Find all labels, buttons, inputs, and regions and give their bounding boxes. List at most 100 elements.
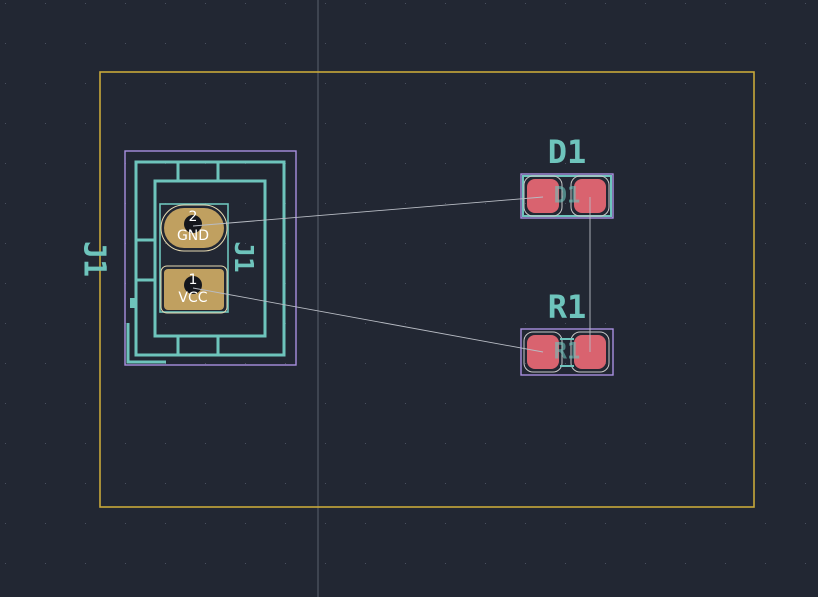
grid-dot	[45, 283, 46, 284]
grid-dot	[725, 203, 726, 204]
grid-dot	[365, 243, 366, 244]
grid-dot	[325, 523, 326, 524]
grid-dot	[365, 323, 366, 324]
footprint-r1[interactable]: R1 R1	[520, 288, 614, 376]
grid-dot	[685, 283, 686, 284]
grid-dot	[5, 523, 6, 524]
grid-dot	[805, 443, 806, 444]
grid-dot	[365, 83, 366, 84]
grid-dot	[85, 483, 86, 484]
grid-dot	[485, 203, 486, 204]
grid-dot	[725, 323, 726, 324]
grid-dot	[445, 283, 446, 284]
grid-dot	[245, 283, 246, 284]
grid-dot	[685, 323, 686, 324]
grid-dot	[45, 563, 46, 564]
grid-dot	[605, 323, 606, 324]
footprint-d1[interactable]: D1 D1	[520, 133, 614, 219]
grid-dot	[85, 323, 86, 324]
grid-dot	[125, 483, 126, 484]
grid-dot	[205, 563, 206, 564]
grid-dot	[685, 523, 686, 524]
grid-dot	[765, 283, 766, 284]
grid-dot	[725, 363, 726, 364]
grid-dot	[45, 323, 46, 324]
grid-dot	[445, 43, 446, 44]
grid-dot	[485, 3, 486, 4]
grid-dot	[445, 323, 446, 324]
grid-dot	[165, 323, 166, 324]
grid-dot	[205, 323, 206, 324]
grid-dot	[325, 123, 326, 124]
grid-dot	[805, 43, 806, 44]
grid-dot	[685, 43, 686, 44]
grid-dot	[245, 363, 246, 364]
grid-dot	[5, 563, 6, 564]
grid-dot	[765, 123, 766, 124]
ratsnest-gnd-d1	[192, 196, 544, 227]
grid-dot	[45, 3, 46, 4]
grid-dot	[765, 163, 766, 164]
grid-dot	[645, 163, 646, 164]
grid-dot	[245, 243, 246, 244]
grid-dot	[45, 123, 46, 124]
grid-dot	[645, 283, 646, 284]
grid-dot	[525, 563, 526, 564]
grid-dot	[805, 523, 806, 524]
pad-number: 2	[189, 209, 198, 225]
grid-dot	[525, 123, 526, 124]
grid-dot	[445, 523, 446, 524]
grid-dot	[485, 163, 486, 164]
grid-dot	[85, 163, 86, 164]
grid-dot	[445, 243, 446, 244]
j1-pad-1[interactable]: 1 VCC	[160, 265, 228, 314]
grid-dot	[725, 43, 726, 44]
grid-dot	[485, 523, 486, 524]
grid-dot	[245, 3, 246, 4]
grid-dot	[245, 523, 246, 524]
grid-dot	[125, 43, 126, 44]
grid-dot	[645, 323, 646, 324]
ratsnest-lines	[192, 196, 591, 353]
grid-dot	[205, 363, 206, 364]
grid-dot	[205, 43, 206, 44]
grid-dot	[445, 483, 446, 484]
grid-dot	[85, 203, 86, 204]
grid-dot	[85, 523, 86, 524]
grid-dot	[765, 563, 766, 564]
grid-dot	[685, 243, 686, 244]
grid-dot	[605, 3, 606, 4]
grid-dot	[405, 3, 406, 4]
j1-pad-2[interactable]: 2 GND	[160, 204, 228, 252]
grid-dot	[5, 203, 6, 204]
grid-dot	[285, 43, 286, 44]
grid-dot	[365, 3, 366, 4]
pad-net-name: VCC	[178, 290, 207, 306]
grid-dot	[485, 323, 486, 324]
grid-dot	[765, 363, 766, 364]
grid-dot	[205, 403, 206, 404]
grid-dot	[605, 123, 606, 124]
grid-dot	[285, 123, 286, 124]
grid-dot	[765, 3, 766, 4]
r1-reference-label: R1	[548, 288, 587, 326]
grid-dot	[445, 363, 446, 364]
grid-dot	[85, 283, 86, 284]
board-edge-outline[interactable]	[99, 71, 755, 508]
grid-dot	[245, 123, 246, 124]
grid-dot	[525, 443, 526, 444]
grid-dot	[525, 3, 526, 4]
grid-dot	[205, 523, 206, 524]
grid-dot	[365, 203, 366, 204]
pad-net-name: GND	[177, 228, 209, 244]
grid-dot	[485, 243, 486, 244]
grid-dot	[405, 403, 406, 404]
grid-dot	[205, 3, 206, 4]
grid-dot	[325, 203, 326, 204]
grid-dot	[565, 483, 566, 484]
grid-dot	[445, 163, 446, 164]
grid-dot	[685, 443, 686, 444]
grid-dot	[565, 443, 566, 444]
footprint-j1[interactable]: J1 J1 2 GND 1 VCC	[77, 150, 297, 366]
